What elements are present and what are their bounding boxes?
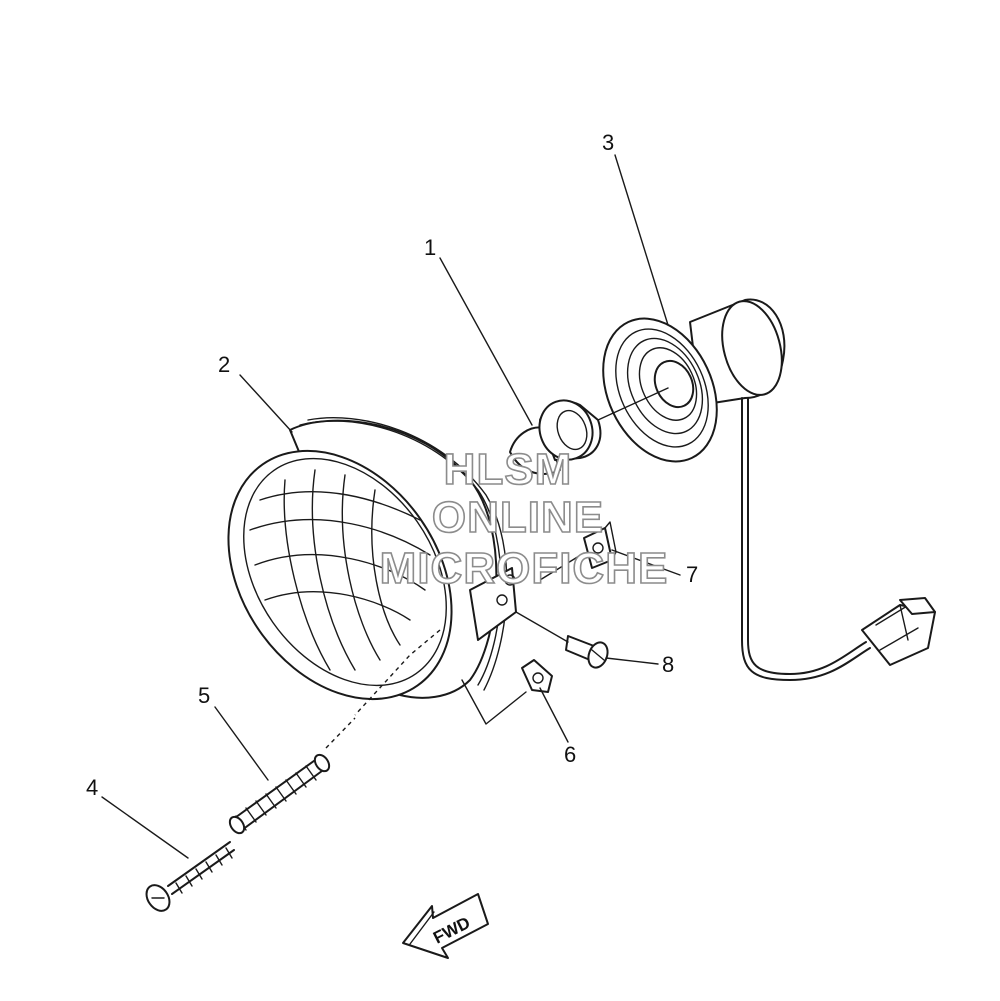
leader-5 — [214, 706, 269, 781]
callout-6: 6 — [564, 742, 576, 767]
part-1-bulb — [509, 387, 669, 475]
callout-4: 4 — [86, 775, 98, 800]
callout-5: 5 — [198, 683, 210, 708]
callout-1: 1 — [424, 235, 436, 260]
callout-3: 3 — [602, 130, 614, 155]
leader-8 — [605, 657, 659, 665]
leader-3 — [614, 154, 669, 326]
watermark-line-2: ONLINE — [432, 493, 604, 542]
leader-6 — [539, 687, 569, 743]
callout-2: 2 — [218, 352, 230, 377]
watermark: HLSM ONLINE MICROFICHE — [379, 444, 669, 594]
forward-direction-arrow: FWD — [402, 893, 489, 959]
watermark-line-1: HLSM — [444, 445, 573, 494]
leader-7 — [611, 549, 681, 576]
part-7-clip-nut — [539, 521, 617, 581]
callout-numbers: 1 2 3 4 5 6 7 8 — [86, 130, 698, 800]
leader-lines — [101, 154, 681, 859]
part-4-adjusting-screw — [145, 841, 235, 912]
part-8-screw — [515, 611, 609, 669]
part-6-nut — [461, 659, 553, 725]
callout-7: 7 — [686, 562, 698, 587]
callout-8: 8 — [662, 652, 674, 677]
part-3-socket-assembly — [602, 298, 936, 681]
part-5-spring — [228, 717, 356, 835]
leader-1 — [439, 257, 533, 426]
leader-2 — [239, 374, 293, 433]
leader-4 — [101, 796, 189, 859]
watermark-line-3: MICROFICHE — [380, 544, 669, 593]
part-2-headlight-unit — [227, 417, 517, 716]
